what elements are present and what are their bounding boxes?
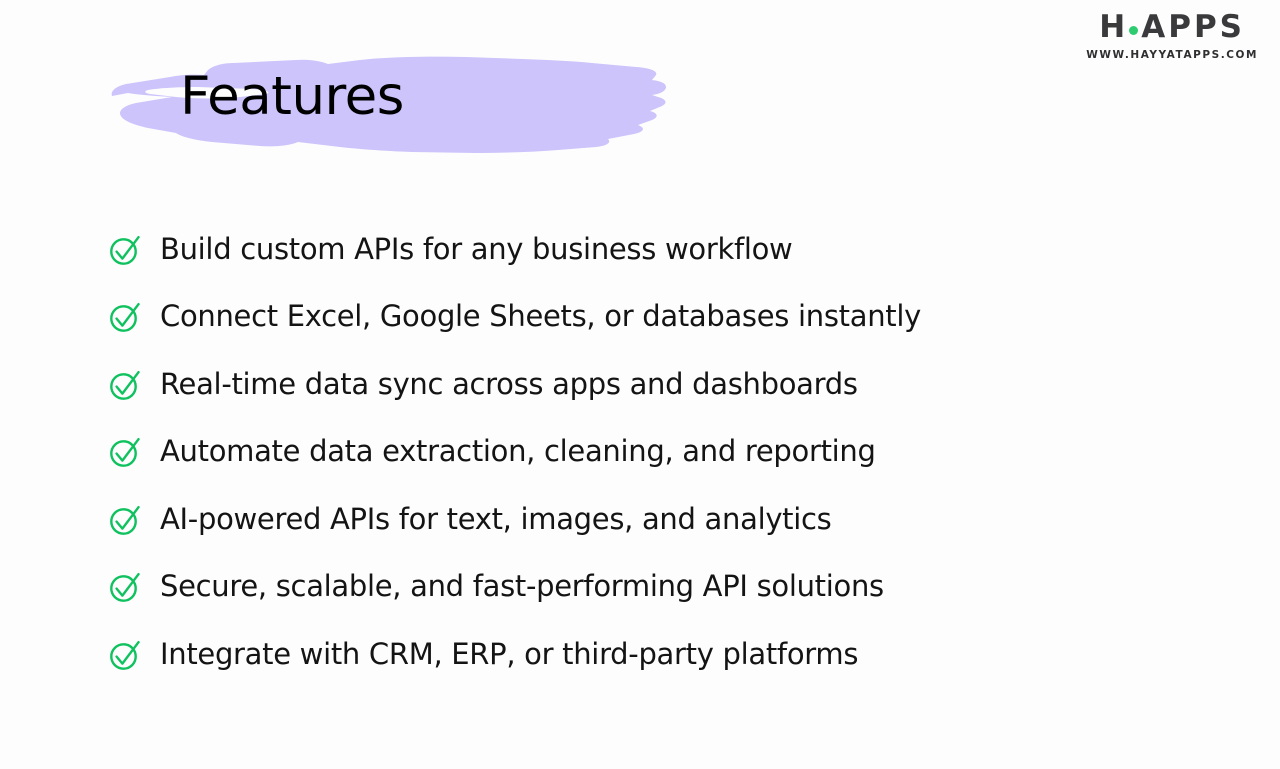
page-title: Features [180, 66, 404, 127]
list-item-label: Connect Excel, Google Sheets, or databas… [160, 299, 921, 334]
list-item: AI-powered APIs for text, images, and an… [108, 486, 1188, 554]
list-item: Automate data extraction, cleaning, and … [108, 419, 1188, 487]
list-item-label: Build custom APIs for any business workf… [160, 231, 793, 266]
check-circle-icon [110, 573, 140, 603]
list-item: Real-time data sync across apps and dash… [108, 351, 1188, 419]
check-circle-icon [110, 505, 140, 535]
check-circle-icon [110, 235, 140, 265]
list-item: Build custom APIs for any business workf… [108, 216, 1188, 284]
page-title-block: Features [52, 34, 692, 164]
brand-name: H APPS [1086, 12, 1258, 43]
list-item: Integrate with CRM, ERP, or third-party … [108, 621, 1188, 689]
brand-name-initial: H [1099, 9, 1129, 45]
list-item-label: Real-time data sync across apps and dash… [160, 366, 858, 401]
brush-highlight-decoration [111, 56, 667, 153]
check-circle-icon [110, 303, 140, 333]
list-item-label: Automate data extraction, cleaning, and … [160, 434, 876, 469]
brand-name-word: APPS [1141, 9, 1245, 45]
list-item-label: Integrate with CRM, ERP, or third-party … [160, 636, 859, 671]
list-item: Secure, scalable, and fast-performing AP… [108, 554, 1188, 622]
brand-dot-icon [1129, 26, 1139, 35]
list-item: Connect Excel, Google Sheets, or databas… [108, 284, 1188, 352]
brand-website: WWW.HAYYATAPPS.COM [1086, 49, 1258, 61]
brand-logo: H APPS WWW.HAYYATAPPS.COM [1086, 12, 1258, 61]
check-circle-icon [110, 640, 140, 670]
features-list: Build custom APIs for any business workf… [108, 216, 1188, 689]
check-circle-icon [110, 438, 140, 468]
list-item-label: Secure, scalable, and fast-performing AP… [160, 569, 884, 604]
check-circle-icon [110, 370, 140, 400]
list-item-label: AI-powered APIs for text, images, and an… [160, 501, 832, 536]
